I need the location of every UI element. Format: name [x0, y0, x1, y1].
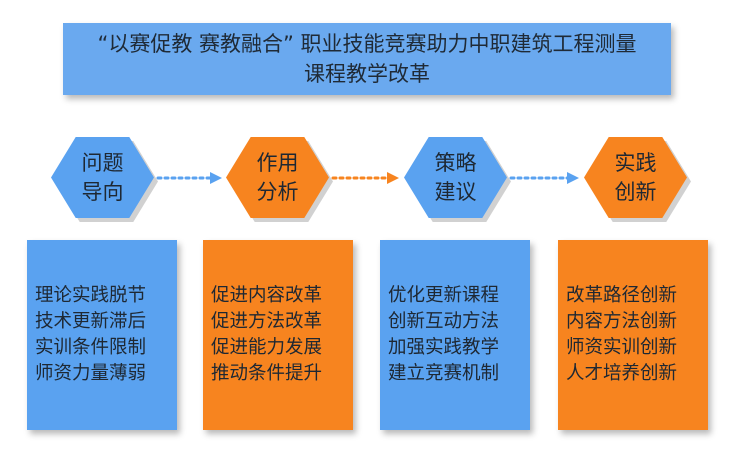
- hex-step-4-line2: 创新: [614, 179, 657, 204]
- title-line-1: “以赛促教 赛教融合” 职业技能竞赛助力中职建筑工程测量: [97, 32, 637, 56]
- hex-step-2-line1: 作用: [256, 150, 299, 175]
- card-item: 创新互动方法: [388, 311, 500, 332]
- card-item: 内容方法创新: [566, 311, 678, 332]
- card-item: 实训条件限制: [35, 337, 147, 358]
- card-item: 促进能力发展: [211, 337, 323, 358]
- card-item: 促进方法改革: [211, 311, 323, 332]
- arrow-step-1-to-2: [156, 172, 222, 184]
- arrow-step-2-to-3: [331, 172, 399, 184]
- card-item: 师资实训创新: [566, 337, 678, 358]
- hex-step-4: 实践 创新: [584, 137, 687, 218]
- title-banner: “以赛促教 赛教融合” 职业技能竞赛助力中职建筑工程测量 课程教学改革: [63, 23, 671, 95]
- card-item: 优化更新课程: [388, 285, 500, 306]
- hex-step-1: 问题 导向: [51, 137, 154, 218]
- card-item: 建立竞赛机制: [388, 363, 500, 384]
- card-item: 改革路径创新: [566, 285, 678, 306]
- hex-step-3: 策略 建议: [404, 137, 507, 218]
- hex-step-3-line1: 策略: [434, 150, 477, 175]
- card-item: 加强实践教学: [388, 337, 500, 358]
- hex-step-4-line1: 实践: [614, 150, 657, 175]
- hex-step-3-line2: 建议: [434, 179, 477, 204]
- card-step-3: 优化更新课程 创新互动方法 加强实践教学 建立竞赛机制: [380, 240, 530, 430]
- card-item: 技术更新滞后: [35, 311, 147, 332]
- card-step-2: 促进内容改革 促进方法改革 促进能力发展 推动条件提升: [203, 240, 353, 430]
- card-item: 推动条件提升: [211, 363, 323, 384]
- hex-step-1-line1: 问题: [81, 150, 124, 175]
- card-item: 促进内容改革: [211, 285, 323, 306]
- hex-step-2-line2: 分析: [256, 179, 299, 204]
- card-item: 理论实践脱节: [35, 285, 147, 306]
- hex-step-2: 作用 分析: [226, 137, 329, 218]
- arrow-step-3-to-4: [509, 172, 579, 184]
- title-line-2: 课程教学改革: [304, 62, 430, 86]
- card-step-4: 改革路径创新 内容方法创新 师资实训创新 人才培养创新: [558, 240, 708, 430]
- card-item: 人才培养创新: [566, 363, 678, 384]
- card-item: 师资力量薄弱: [35, 363, 147, 384]
- card-step-1: 理论实践脱节 技术更新滞后 实训条件限制 师资力量薄弱: [27, 240, 177, 430]
- hex-step-1-line2: 导向: [81, 179, 124, 204]
